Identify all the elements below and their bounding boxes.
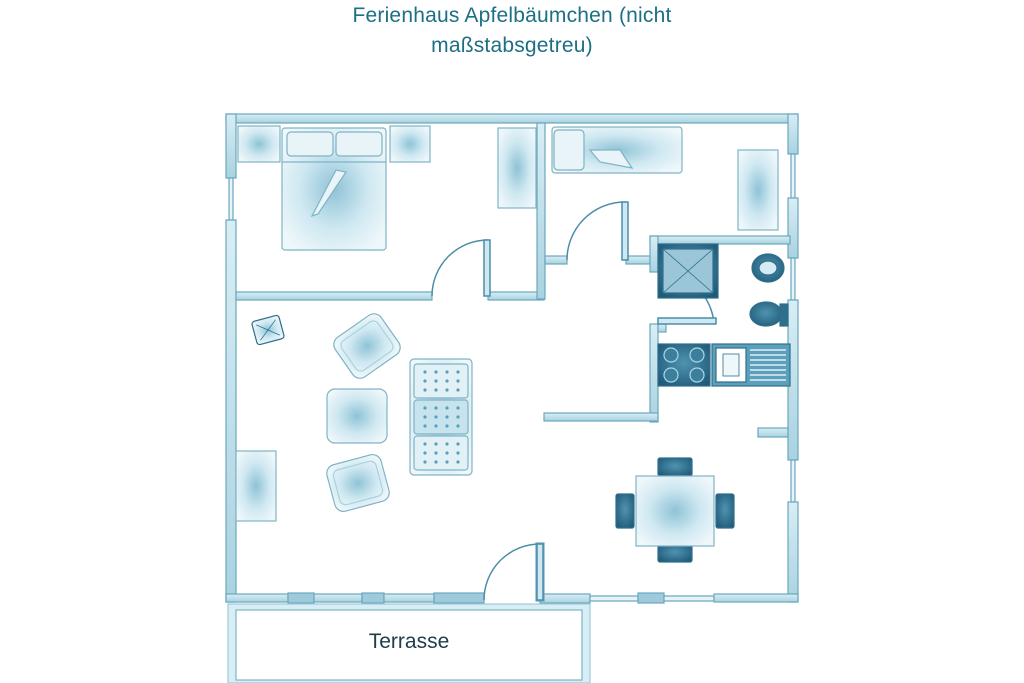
outer-wall-right-2 xyxy=(787,197,799,259)
bedroom-wall-bottom xyxy=(235,291,433,301)
single-bed-pillow xyxy=(553,129,585,171)
window-right-2 xyxy=(790,257,796,301)
chair-top xyxy=(657,457,693,477)
terrace xyxy=(227,603,591,683)
second-bedroom xyxy=(551,126,779,231)
toilet-tank xyxy=(779,303,789,327)
single-bed-blanket-fold xyxy=(588,149,634,169)
drainboard-lines xyxy=(750,349,786,381)
dining-area xyxy=(615,457,735,563)
walls xyxy=(225,113,799,604)
outer-wall-bottom-2 xyxy=(313,593,363,603)
outer-wall-top xyxy=(225,113,799,124)
window-bottom-2 xyxy=(361,592,385,604)
toilet xyxy=(749,301,783,327)
terrace-label: Terrasse xyxy=(368,630,450,653)
burner-2 xyxy=(689,347,705,363)
outer-wall-bottom-5 xyxy=(713,593,799,603)
sofa-cushion-1 xyxy=(413,363,469,399)
armchair-bottom xyxy=(326,453,390,513)
window-left xyxy=(228,177,234,221)
lamp-stand xyxy=(251,314,285,346)
terrace-area xyxy=(235,609,583,681)
plan-title-line-1: Ferienhaus Apfelbäumchen (nicht xyxy=(352,4,672,27)
nightstand-left xyxy=(237,125,281,163)
outer-wall-right-4 xyxy=(787,501,799,603)
burner-1 xyxy=(663,347,679,363)
outer-wall-bottom-1 xyxy=(225,593,289,603)
pillow-right xyxy=(335,131,383,157)
sofa-cushion-3 xyxy=(413,435,469,471)
bedroom xyxy=(237,125,537,251)
wall-stub-right xyxy=(757,427,789,438)
sofa-tufting xyxy=(423,370,460,464)
room2-door-swing xyxy=(566,201,626,261)
armchair-top xyxy=(333,313,401,379)
bedroom-door-leaf xyxy=(483,239,491,297)
sofa-cushion-2 xyxy=(413,399,469,435)
outer-wall-left xyxy=(225,219,237,603)
sink-basin xyxy=(758,260,778,276)
kitchen-wall-left xyxy=(649,323,659,423)
entrance-door-swing xyxy=(483,543,541,601)
burner-3 xyxy=(663,367,679,383)
window-right-1 xyxy=(790,153,796,199)
blanket-fold xyxy=(310,169,347,218)
window-bottom-1 xyxy=(287,592,315,604)
living-room xyxy=(235,313,473,522)
bedroom-wall-right xyxy=(536,122,546,300)
window-bottom-6 xyxy=(663,595,715,602)
window-bottom-3 xyxy=(433,592,485,604)
kitchen-wall-corner xyxy=(657,323,667,333)
bedroom-door-swing xyxy=(431,239,489,297)
sideboard xyxy=(235,450,277,522)
bathroom xyxy=(657,243,789,327)
entrance-door-leaf xyxy=(536,543,544,601)
bedroom-wall-bottom-right xyxy=(487,291,545,301)
chair-bottom xyxy=(657,543,693,563)
wardrobe-room2 xyxy=(737,149,779,231)
wardrobe-bedroom xyxy=(497,127,537,209)
doors xyxy=(431,201,717,601)
window-right-3 xyxy=(790,459,796,503)
burner-4 xyxy=(689,367,705,383)
coffee-table xyxy=(326,388,388,444)
kitchen-sink-inner xyxy=(722,353,740,377)
bathroom-wall-top xyxy=(649,235,791,245)
chair-right xyxy=(715,493,735,529)
kitchen-wall-bottom xyxy=(543,412,659,422)
bathroom-wall-left xyxy=(649,235,659,273)
room2-door-leaf xyxy=(621,201,629,261)
outer-wall-bottom-4 xyxy=(539,593,591,604)
shower-drain-lines xyxy=(662,248,714,294)
window-bottom-5 xyxy=(637,592,665,604)
plan-title-line-2: maßstabsgetreu) xyxy=(431,34,593,57)
dining-table xyxy=(635,475,715,547)
outer-wall-left-upper xyxy=(225,113,237,179)
bathroom-door-leaf xyxy=(657,317,717,325)
room2-wall-bottom-right xyxy=(625,255,651,265)
pillow-left xyxy=(286,131,334,157)
nightstand-right xyxy=(389,125,431,163)
chair-left xyxy=(615,493,635,529)
room2-wall-bottom-left xyxy=(544,255,568,265)
window-bottom-4 xyxy=(589,595,639,602)
outer-wall-bottom-3 xyxy=(383,593,435,603)
outer-wall-right-1 xyxy=(787,113,799,155)
kitchen xyxy=(657,343,791,387)
